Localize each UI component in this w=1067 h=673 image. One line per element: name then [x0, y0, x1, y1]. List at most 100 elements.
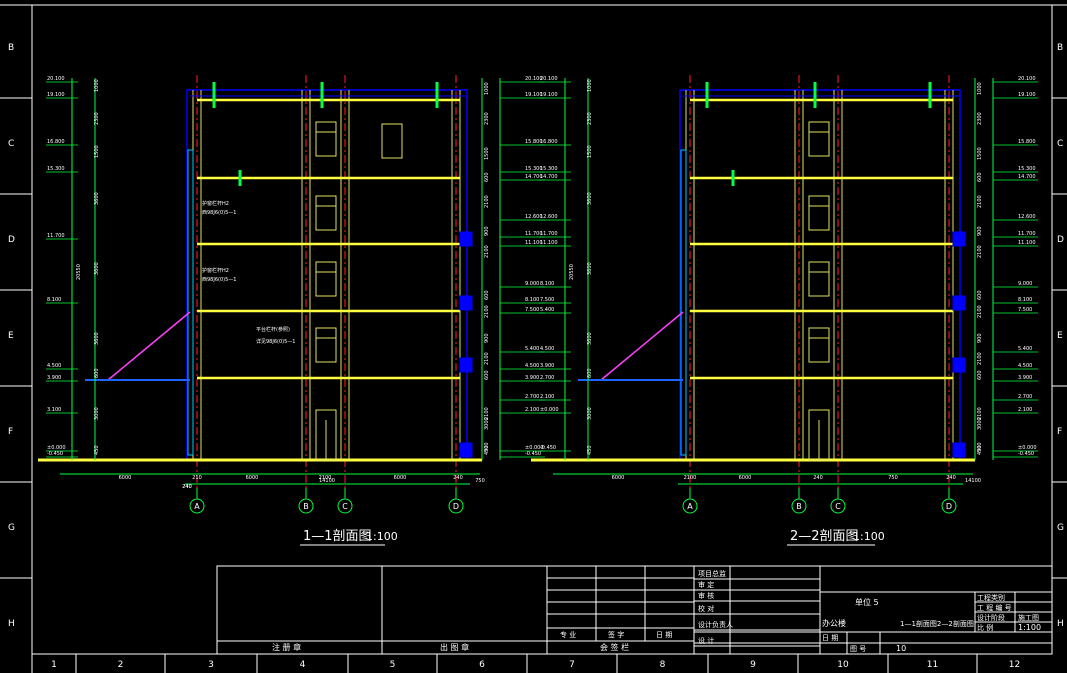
border-col-label: 8 [660, 660, 666, 670]
drawing-number: 10 [896, 644, 906, 653]
dimension-label: 6000 [739, 475, 752, 481]
elevation-label-left: 11.700 [540, 231, 558, 237]
window [381, 123, 403, 159]
axis-bubble [791, 498, 807, 514]
elevation-label-right: 7.500 [1018, 307, 1032, 313]
dimension-label: 240 [946, 475, 956, 481]
vdim-label-left: 600 [94, 368, 100, 378]
axis-bubble-label: B [303, 502, 309, 511]
vdim-label-left: 2300 [587, 112, 593, 125]
border-col-label: 10 [837, 660, 849, 670]
axis-bubble [189, 498, 205, 514]
elevation-label-right: 9.000 [1018, 281, 1032, 287]
title-block-row-label: 设 计 [698, 636, 714, 645]
section-1-title: 1—1剖面图 [303, 529, 372, 544]
sign-col-specialty: 专 业 [560, 630, 576, 639]
elevation-label-right: 19.100 [525, 92, 543, 98]
border-row-label-right: G [1057, 523, 1064, 533]
window-section-block [952, 357, 966, 373]
border-row-label-right: B [1057, 43, 1063, 53]
elevation-label-right: 2.100 [525, 407, 539, 413]
elevation-label-left: 11.100 [540, 240, 558, 246]
stair-line [107, 311, 191, 381]
elevation-label-right: 11.700 [525, 231, 543, 237]
axis-bubble-label: D [453, 502, 459, 511]
sign-mid-label: 出 图 章 [440, 642, 469, 652]
border-row-label-left: E [8, 331, 14, 341]
annotation-note: 平台栏杆(参照) [256, 326, 290, 333]
window [808, 327, 830, 363]
dimension-label: 240 [182, 484, 192, 490]
elevation-label-right: 2.700 [1018, 394, 1032, 400]
border-col-label: 11 [927, 660, 938, 670]
window-section-block [459, 442, 473, 458]
vdim-label-left: 3600 [94, 332, 100, 345]
border-row-label-right: E [1057, 331, 1063, 341]
window [315, 195, 337, 231]
elevation-label-left: 2.100 [540, 394, 554, 400]
unit-number: 单位 5 [855, 597, 879, 607]
vdim-label-right: 1000 [484, 82, 490, 95]
sheet-border [31, 4, 1053, 655]
dimension-label: 6000 [119, 475, 132, 481]
axis-bubble [448, 498, 464, 514]
elevation-label-left: 8.100 [47, 297, 61, 303]
sign-col-date: 日 期 [656, 631, 672, 639]
drawing-name: 1—1剖面图2—2剖面图 [900, 619, 974, 628]
vdim-label-right: 900 [484, 442, 490, 452]
elevation-label-left: 2.700 [540, 375, 554, 381]
elevation-label-right: 8.100 [1018, 297, 1032, 303]
vdim-label-right: 2100 [484, 305, 490, 318]
window-section-block [952, 442, 966, 458]
window [808, 261, 830, 297]
sign-col-signature: 签 字 [608, 630, 624, 639]
dimension-label: 2100 [684, 475, 697, 481]
dimension-label: 240 [453, 475, 463, 481]
elevation-label-right: ±0.000 [525, 445, 544, 451]
vdim-label-left: 3600 [587, 192, 593, 205]
dimension-label: 2100 [319, 475, 332, 481]
border-row-label-right: D [1057, 235, 1064, 245]
dimension-label: 6000 [394, 475, 407, 481]
project-name: 办公楼 [822, 618, 846, 628]
vdim-label-right: 1500 [484, 147, 490, 160]
elevation-label-right: 2.700 [525, 394, 539, 400]
elevation-label-left: 15.300 [47, 166, 65, 172]
elevation-label-left: 15.300 [540, 166, 558, 172]
vdim-label-left: 450 [587, 445, 593, 455]
elevation-label-left: 4.500 [540, 346, 554, 352]
vdim-label-right: 2300 [484, 112, 490, 125]
border-row-label-right: C [1057, 139, 1063, 149]
axis-bubble [941, 498, 957, 514]
axis-bubble [830, 498, 846, 514]
vdim-label-left: 600 [587, 368, 593, 378]
border-col-label: 3 [208, 660, 214, 670]
elevation-label-right: 20.100 [1018, 76, 1036, 82]
elevation-label-left: -0.450 [47, 451, 63, 457]
vdim-label-left: 2300 [94, 112, 100, 125]
axis-bubble [682, 498, 698, 514]
axis-bubble-label: A [687, 502, 693, 511]
vdim-label-left: 3600 [587, 332, 593, 345]
vdim-label-left: 1000 [587, 79, 593, 92]
section-2-title: 2—2剖面图 [790, 529, 859, 544]
dimension-label: 14100 [965, 478, 981, 484]
vdim-label-left: 3600 [94, 262, 100, 275]
border-col-label: 1 [51, 660, 57, 670]
elevation-label-right: 2.100 [1018, 407, 1032, 413]
window-section-block [952, 231, 966, 247]
axis-bubble-label: D [946, 502, 952, 511]
section-2-scale: 1:100 [853, 530, 885, 543]
elevation-label-right: 15.300 [525, 166, 543, 172]
elevation-label-right: 5.400 [1018, 346, 1032, 352]
elevation-label-right: 4.500 [525, 363, 539, 369]
bottom-label-drawing-no: 图 号 [850, 645, 866, 653]
elevation-label-left: 3.900 [47, 375, 61, 381]
elevation-label-right: 11.100 [525, 240, 543, 246]
axis-bubble-label: C [835, 502, 841, 511]
building-envelope [679, 89, 961, 461]
vdim-label-left: 3000 [587, 407, 593, 420]
title-block-row-label: 设计负责人 [698, 620, 733, 629]
vdim-label-right: 1000 [977, 82, 983, 95]
